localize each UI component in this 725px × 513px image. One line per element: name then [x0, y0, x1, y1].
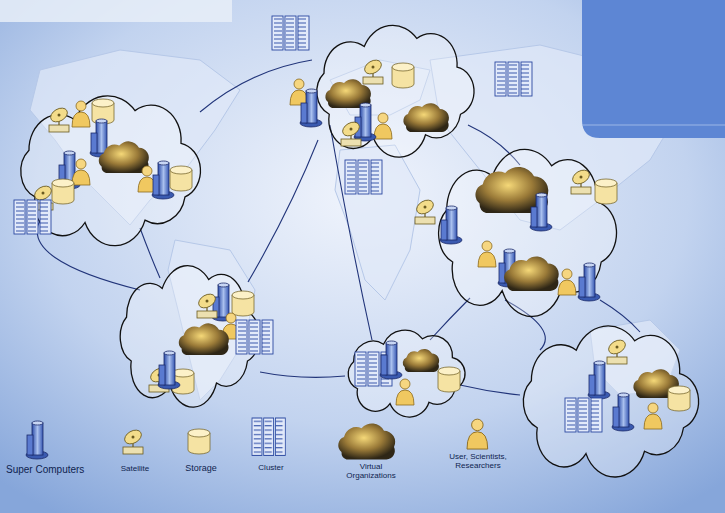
legend-label: Virtual Organizations [336, 462, 406, 480]
legend-label: Satellite [110, 464, 160, 473]
legend-label: Storage [174, 463, 228, 473]
legend-label: User, Scientists, Researchers [448, 452, 508, 470]
legend-label: Super Computers [6, 464, 106, 476]
legend-label: Cluster [248, 463, 294, 472]
